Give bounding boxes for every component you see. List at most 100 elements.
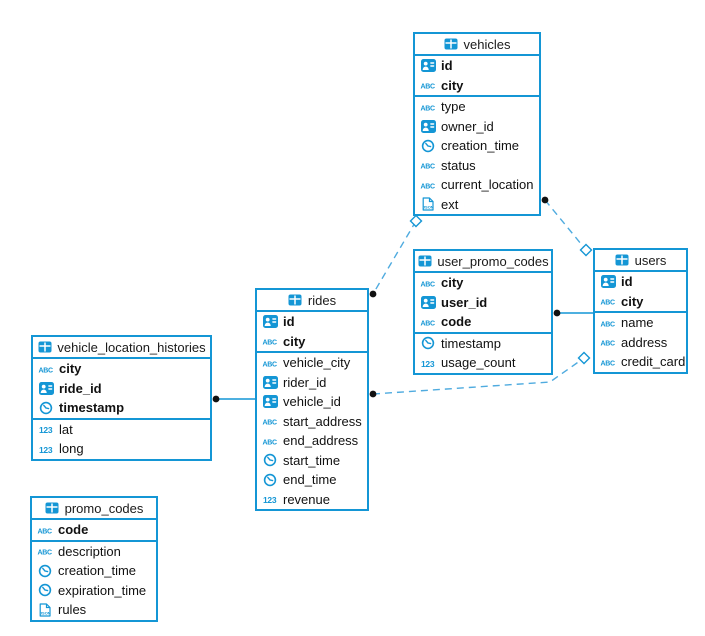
relationship-user_promo_codes-users[interactable] — [553, 309, 593, 317]
field-row-start_time[interactable]: start_time — [257, 451, 367, 471]
abc-text-icon: ABC — [419, 277, 437, 289]
field-row-ext[interactable]: JSON ext — [415, 195, 539, 215]
field-row-id[interactable]: id — [595, 272, 686, 292]
clock-icon — [261, 453, 279, 467]
table-grid-icon — [444, 37, 459, 51]
table-header[interactable]: users — [595, 250, 686, 272]
field-row-revenue[interactable]: 123 revenue — [257, 490, 367, 510]
field-row-id[interactable]: id — [257, 312, 367, 332]
table-grid-icon — [615, 253, 630, 267]
abc-text-icon: ABC — [36, 524, 54, 536]
field-label: ride_id — [59, 380, 102, 396]
field-label: vehicle_city — [283, 355, 351, 371]
field-label: lat — [59, 421, 73, 437]
field-label: rider_id — [283, 374, 327, 390]
table-title: rides — [307, 292, 337, 308]
field-label: id — [441, 58, 453, 74]
field-row-code[interactable]: ABC code — [415, 312, 551, 332]
svg-text:ABC: ABC — [420, 183, 435, 190]
field-label: credit_card — [621, 354, 686, 370]
field-label: city — [441, 275, 464, 291]
field-row-user_id[interactable]: user_id — [415, 293, 551, 313]
svg-text:ABC: ABC — [420, 281, 435, 288]
field-row-owner_id[interactable]: owner_id — [415, 117, 539, 137]
field-row-code[interactable]: ABC code — [32, 520, 156, 540]
field-label: city — [621, 293, 644, 309]
clock-icon — [36, 564, 54, 578]
field-row-start_address[interactable]: ABC start_address — [257, 412, 367, 432]
field-row-city[interactable]: ABC city — [33, 359, 210, 379]
table-title: user_promo_codes — [437, 253, 549, 269]
field-label: long — [59, 441, 84, 457]
field-row-creation_time[interactable]: creation_time — [415, 136, 539, 156]
field-row-timestamp[interactable]: timestamp — [415, 334, 551, 354]
field-row-credit_card[interactable]: ABC credit_card — [595, 352, 686, 372]
field-label: city — [283, 333, 306, 349]
table-user_promo_codes[interactable]: user_promo_codes ABC city user_id ABC co… — [413, 249, 553, 375]
field-row-timestamp[interactable]: timestamp — [33, 398, 210, 418]
svg-text:ABC: ABC — [262, 361, 277, 368]
field-row-usage_count[interactable]: 123 usage_count — [415, 353, 551, 373]
table-title: vehicles — [463, 36, 511, 52]
relationship-vehicles-users[interactable] — [541, 196, 593, 257]
svg-text:ABC: ABC — [37, 528, 52, 535]
field-row-rider_id[interactable]: rider_id — [257, 373, 367, 393]
primary-key-section: ABC code — [32, 520, 156, 542]
table-grid-icon — [288, 293, 303, 307]
table-header[interactable]: promo_codes — [32, 498, 156, 520]
table-header[interactable]: user_promo_codes — [415, 251, 551, 273]
table-title: promo_codes — [64, 500, 144, 516]
abc-text-icon: ABC — [599, 336, 617, 348]
field-row-city[interactable]: ABC city — [257, 332, 367, 352]
field-label: rules — [58, 602, 87, 618]
table-header[interactable]: rides — [257, 290, 367, 312]
svg-text:ABC: ABC — [262, 439, 277, 446]
field-row-expiration_time[interactable]: expiration_time — [32, 581, 156, 601]
table-users[interactable]: users id ABC city ABC name ABC address A… — [593, 248, 688, 374]
clock-icon — [419, 336, 437, 350]
svg-text:ABC: ABC — [262, 340, 277, 347]
field-label: timestamp — [59, 400, 125, 416]
field-row-address[interactable]: ABC address — [595, 333, 686, 353]
field-row-ride_id[interactable]: ride_id — [33, 379, 210, 399]
many-end-dot — [541, 196, 549, 204]
many-end-dot — [369, 290, 377, 298]
relationship-vehicle_location_histories-rides[interactable] — [212, 395, 255, 403]
field-row-type[interactable]: ABC type — [415, 97, 539, 117]
clock-icon — [419, 139, 437, 153]
field-label: vehicle_id — [283, 394, 341, 410]
field-row-name[interactable]: ABC name — [595, 313, 686, 333]
svg-text:ABC: ABC — [38, 367, 53, 374]
field-label: id — [283, 314, 295, 330]
field-label: creation_time — [58, 563, 137, 579]
table-vehicles[interactable]: vehicles id ABC city ABC type owner_id c… — [413, 32, 541, 216]
field-row-vehicle_id[interactable]: vehicle_id — [257, 392, 367, 412]
field-row-vehicle_city[interactable]: ABC vehicle_city — [257, 353, 367, 373]
field-row-status[interactable]: ABC status — [415, 156, 539, 176]
json-doc-icon: JSON — [36, 603, 54, 617]
field-row-current_location[interactable]: ABC current_location — [415, 175, 539, 195]
field-row-rules[interactable]: JSON rules — [32, 600, 156, 620]
field-row-end_time[interactable]: end_time — [257, 470, 367, 490]
primary-key-section: id ABC city — [595, 272, 686, 313]
many-end-dot — [369, 390, 377, 398]
field-row-end_address[interactable]: ABC end_address — [257, 431, 367, 451]
field-row-creation_time[interactable]: creation_time — [32, 561, 156, 581]
svg-text:ABC: ABC — [420, 84, 435, 91]
table-vehicle_location_histories[interactable]: vehicle_location_histories ABC city ride… — [31, 335, 212, 461]
table-promo_codes[interactable]: promo_codes ABC code ABC description cre… — [30, 496, 158, 622]
field-row-city[interactable]: ABC city — [595, 292, 686, 312]
field-row-id[interactable]: id — [415, 56, 539, 76]
field-row-description[interactable]: ABC description — [32, 542, 156, 562]
table-header[interactable]: vehicle_location_histories — [33, 337, 210, 359]
table-header[interactable]: vehicles — [415, 34, 539, 56]
field-label: type — [441, 99, 466, 115]
id-card-icon — [261, 315, 279, 329]
field-row-long[interactable]: 123 long — [33, 439, 210, 459]
table-rides[interactable]: rides id ABC city ABC vehicle_city rider… — [255, 288, 369, 511]
field-row-city[interactable]: ABC city — [415, 76, 539, 96]
field-row-lat[interactable]: 123 lat — [33, 420, 210, 440]
field-row-city[interactable]: ABC city — [415, 273, 551, 293]
svg-text:ABC: ABC — [600, 300, 615, 307]
svg-text:ABC: ABC — [420, 320, 435, 327]
